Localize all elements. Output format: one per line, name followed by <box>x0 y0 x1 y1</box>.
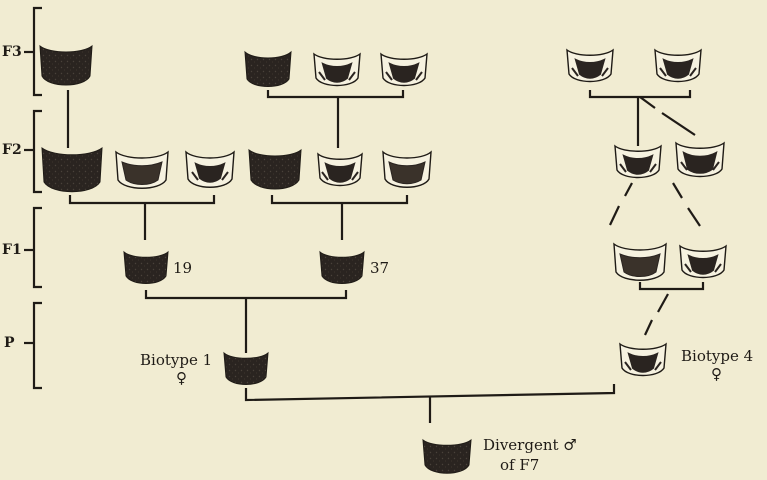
label-biotype-4: Biotype 4 <box>681 347 754 365</box>
generation-brackets <box>24 6 42 390</box>
generation-label-p: P <box>4 335 15 351</box>
specimen-f3-left <box>39 44 93 86</box>
label-divergent-line2: of F7 <box>500 456 540 474</box>
specimen-f2-2 <box>115 150 169 189</box>
specimen-f3-mid-1 <box>244 50 292 87</box>
label-biotype-1: Biotype 1 <box>140 351 213 369</box>
generation-label-f3: F3 <box>2 44 22 60</box>
specimen-f2-right-1 <box>614 144 662 179</box>
female-symbol-biotype-1: ♀ <box>176 369 187 387</box>
generation-label-f1: F1 <box>2 242 22 258</box>
lineage-lines <box>66 90 705 423</box>
specimen-f3-right-2 <box>654 48 702 83</box>
specimen-f2-4 <box>248 148 302 190</box>
specimen-f2-1 <box>41 146 103 193</box>
generation-label-f2: F2 <box>2 142 22 158</box>
label-number-19: 19 <box>173 259 193 277</box>
specimen-f2-6 <box>382 150 432 188</box>
specimen-f1-right-1 <box>613 242 667 281</box>
specimen-f1-right-2 <box>679 244 727 279</box>
specimen-f1-37 <box>319 250 365 284</box>
specimen-biotype-4 <box>619 342 667 377</box>
specimen-f3-right-1 <box>566 48 614 83</box>
bracket-f2 <box>32 109 42 194</box>
bracket-p <box>32 301 42 390</box>
specimen-f3-mid-2 <box>313 52 361 87</box>
label-number-37: 37 <box>370 259 390 277</box>
specimen-divergent-male <box>422 438 472 474</box>
specimen-f2-right-2 <box>675 141 725 178</box>
female-symbol-biotype-4: ♀ <box>711 365 722 383</box>
specimen-f1-19 <box>123 250 169 284</box>
bracket-f1 <box>32 206 42 289</box>
specimen-biotype-1 <box>223 351 269 385</box>
specimen-f2-3 <box>185 150 235 188</box>
specimens <box>39 44 727 474</box>
specimen-f2-5 <box>317 152 363 187</box>
specimen-f3-mid-3 <box>380 52 428 87</box>
label-divergent-line1: Divergent ♂ <box>483 436 577 454</box>
